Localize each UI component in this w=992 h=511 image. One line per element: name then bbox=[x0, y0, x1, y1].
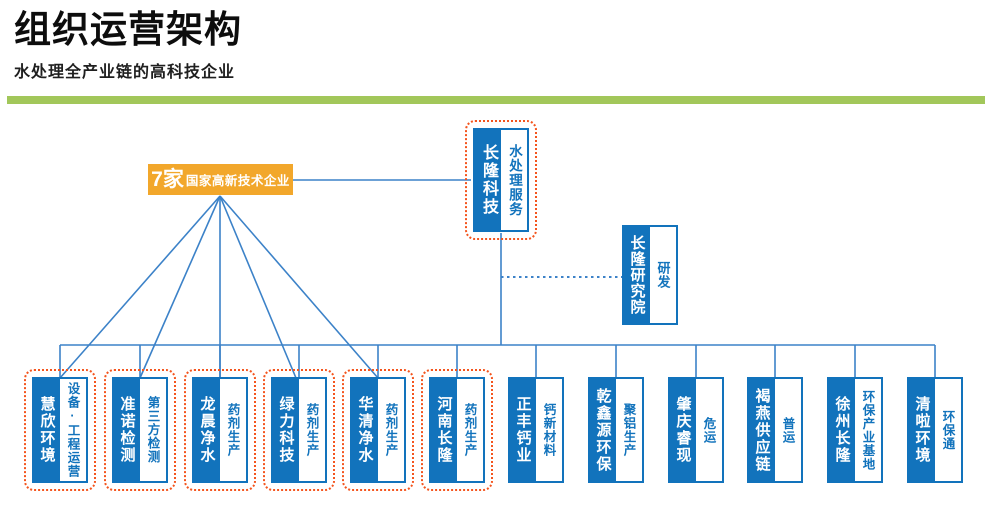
company-name: 乾鑫源环保 bbox=[594, 387, 612, 473]
root-company-name: 长隆科技 bbox=[480, 144, 497, 216]
company-tag: 环保产业基地 bbox=[860, 389, 875, 471]
subsidiary-qingla: 清啦环境 环保通 bbox=[899, 369, 971, 491]
company-name-cell: 徐州长隆 bbox=[829, 379, 855, 481]
divider-bar bbox=[7, 96, 985, 104]
subsidiary-huaqing: 华清净水 药剂生产 bbox=[342, 369, 414, 491]
company-box: 正丰钙业 钙新材料 bbox=[508, 377, 564, 483]
research-tag: 研发 bbox=[655, 261, 671, 289]
company-tag-cell: 聚铝生产 bbox=[616, 379, 642, 481]
company-tag: 第三方检测 bbox=[145, 396, 160, 464]
hightech-count: 7家 bbox=[151, 168, 184, 191]
company-name: 华清净水 bbox=[356, 396, 374, 464]
hightech-label: 国家高新技术企业 bbox=[185, 173, 290, 188]
connector-fan bbox=[219, 195, 297, 379]
subsidiary-longchen: 龙晨净水 药剂生产 bbox=[184, 369, 256, 491]
page-subtitle: 水处理全产业链的高科技企业 bbox=[14, 64, 236, 82]
company-box: 龙晨净水 药剂生产 bbox=[192, 377, 248, 483]
connector-fan bbox=[219, 195, 379, 379]
company-tag-cell: 环保产业基地 bbox=[855, 379, 881, 481]
subsidiary-zhaoqing: 肇庆睿现 危运 bbox=[660, 369, 732, 491]
root-company-tag: 水处理服务 bbox=[507, 143, 522, 217]
company-name-cell: 乾鑫源环保 bbox=[590, 379, 616, 481]
company-name: 慧欣环境 bbox=[38, 396, 56, 464]
company-tag: 普运 bbox=[780, 416, 795, 444]
company-name: 绿力科技 bbox=[277, 396, 295, 464]
company-tag: 环保通 bbox=[940, 409, 955, 451]
company-box: 准诺检测 第三方检测 bbox=[112, 377, 168, 483]
root-company-tag-cell: 水处理服务 bbox=[501, 130, 527, 230]
company-name-cell: 慧欣环境 bbox=[34, 379, 60, 481]
company-tag: 药剂生产 bbox=[462, 403, 477, 457]
company-name-cell: 准诺检测 bbox=[114, 379, 140, 481]
company-name: 准诺检测 bbox=[118, 396, 136, 464]
company-tag: 危运 bbox=[701, 416, 716, 444]
company-name: 龙晨净水 bbox=[198, 396, 216, 464]
subsidiary-lvli: 绿力科技 药剂生产 bbox=[263, 369, 335, 491]
company-tag: 药剂生产 bbox=[304, 403, 319, 457]
company-box: 绿力科技 药剂生产 bbox=[271, 377, 327, 483]
company-tag-cell: 第三方检测 bbox=[140, 379, 166, 481]
company-box: 肇庆睿现 危运 bbox=[668, 377, 724, 483]
company-tag-cell: 普运 bbox=[775, 379, 801, 481]
company-name-cell: 清啦环境 bbox=[909, 379, 935, 481]
company-name: 徐州长隆 bbox=[833, 396, 851, 464]
company-tag-cell: 药剂生产 bbox=[457, 379, 483, 481]
research-name: 长隆研究院 bbox=[628, 235, 646, 315]
company-tag-cell: 环保通 bbox=[935, 379, 961, 481]
company-name-cell: 肇庆睿现 bbox=[670, 379, 696, 481]
company-tag: 药剂生产 bbox=[225, 403, 240, 457]
company-box: 慧欣环境 设备·工程运营 bbox=[32, 377, 88, 483]
subsidiary-huixin: 慧欣环境 设备·工程运营 bbox=[24, 369, 96, 491]
company-tag-cell: 设备·工程运营 bbox=[60, 379, 86, 481]
company-tag-cell: 药剂生产 bbox=[299, 379, 325, 481]
research-name-cell: 长隆研究院 bbox=[624, 227, 650, 323]
subsidiary-henan-changlong: 河南长隆 药剂生产 bbox=[421, 369, 493, 491]
company-tag-cell: 钙新材料 bbox=[536, 379, 562, 481]
company-name: 褐燕供应链 bbox=[753, 387, 771, 473]
company-box: 褐燕供应链 普运 bbox=[747, 377, 803, 483]
root-company-group: 长隆科技 水处理服务 bbox=[465, 120, 537, 240]
company-tag: 药剂生产 bbox=[383, 403, 398, 457]
research-tag-cell: 研发 bbox=[650, 227, 676, 323]
org-chart: 7家 国家高新技术企业 长隆科技 水处理服务 长隆研究院 研发 bbox=[0, 110, 992, 511]
root-company-box: 长隆科技 水处理服务 bbox=[473, 128, 529, 232]
company-name: 河南长隆 bbox=[435, 396, 453, 464]
hightech-badge: 7家 国家高新技术企业 bbox=[148, 164, 293, 195]
company-tag-cell: 危运 bbox=[696, 379, 722, 481]
page-title: 组织运营架构 bbox=[14, 9, 242, 50]
research-institute-box: 长隆研究院 研发 bbox=[622, 225, 678, 325]
company-name-cell: 褐燕供应链 bbox=[749, 379, 775, 481]
company-tag-cell: 药剂生产 bbox=[220, 379, 246, 481]
company-name-cell: 河南长隆 bbox=[431, 379, 457, 481]
subsidiary-zhengfeng: 正丰钙业 钙新材料 bbox=[500, 369, 572, 491]
subsidiary-heyan: 褐燕供应链 普运 bbox=[739, 369, 811, 491]
company-tag: 钙新材料 bbox=[541, 403, 556, 457]
company-box: 河南长隆 药剂生产 bbox=[429, 377, 485, 483]
connector-fan bbox=[59, 195, 221, 379]
company-name-cell: 正丰钙业 bbox=[510, 379, 536, 481]
subsidiary-qianxinyuan: 乾鑫源环保 聚铝生产 bbox=[580, 369, 652, 491]
company-box: 徐州长隆 环保产业基地 bbox=[827, 377, 883, 483]
company-box: 清啦环境 环保通 bbox=[907, 377, 963, 483]
subsidiary-xuzhou-changlong: 徐州长隆 环保产业基地 bbox=[819, 369, 891, 491]
company-tag: 设备·工程运营 bbox=[65, 382, 80, 478]
connector-lines bbox=[59, 179, 936, 379]
company-name-cell: 华清净水 bbox=[352, 379, 378, 481]
company-box: 乾鑫源环保 聚铝生产 bbox=[588, 377, 644, 483]
company-name: 肇庆睿现 bbox=[674, 396, 692, 464]
company-name: 清啦环境 bbox=[913, 396, 931, 464]
root-company-name-cell: 长隆科技 bbox=[475, 130, 501, 230]
connector-fan bbox=[139, 195, 221, 379]
company-name-cell: 绿力科技 bbox=[273, 379, 299, 481]
subsidiary-zhunnuo: 准诺检测 第三方检测 bbox=[104, 369, 176, 491]
company-name: 正丰钙业 bbox=[514, 396, 532, 464]
header: 组织运营架构 水处理全产业链的高科技企业 bbox=[14, 6, 242, 82]
company-name-cell: 龙晨净水 bbox=[194, 379, 220, 481]
company-tag: 聚铝生产 bbox=[621, 403, 636, 457]
company-tag-cell: 药剂生产 bbox=[378, 379, 404, 481]
company-box: 华清净水 药剂生产 bbox=[350, 377, 406, 483]
